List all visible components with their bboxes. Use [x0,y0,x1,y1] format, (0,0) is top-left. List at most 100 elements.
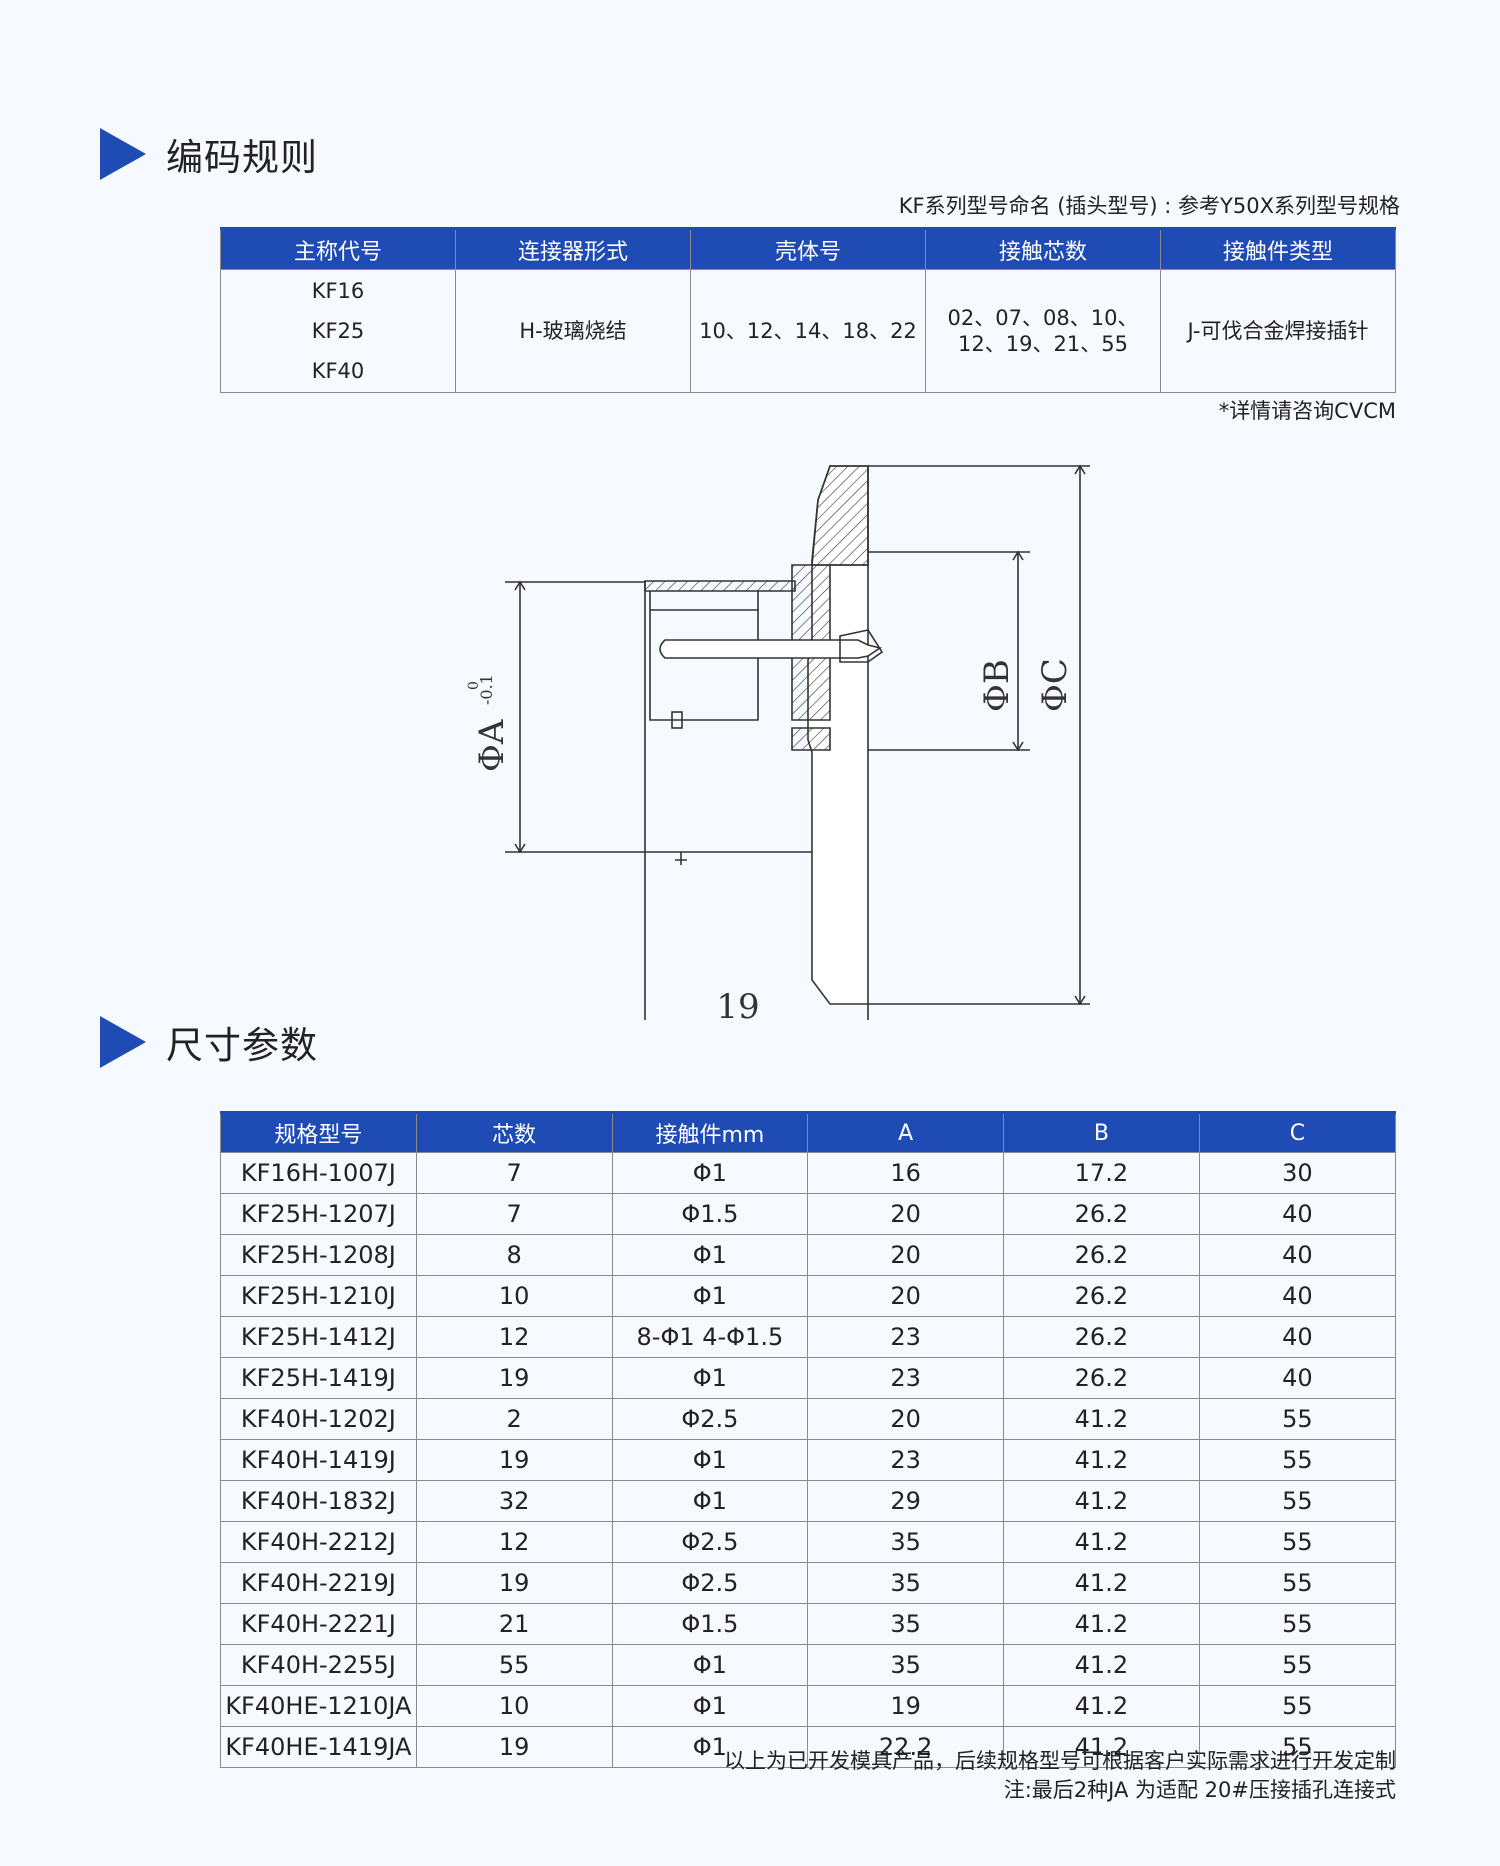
flange-hatch [811,465,869,566]
coding-section-title: 编码规则 [166,136,318,179]
table-cell: Φ1 [611,1644,809,1686]
table-cell: KF40HE-1419JA [220,1726,417,1768]
footer-note: 以上为已开发模具产品，后续规格型号可根据客户实际需求进行开发定制 [724,1749,1396,1773]
table-cell: 26.2 [1003,1357,1200,1399]
table-cell: 12 [415,1521,613,1563]
table-cell: KF40H-2255J [220,1644,417,1686]
table-cell: 41.2 [1003,1562,1200,1604]
label-phi-a: ΦA [472,719,512,772]
table-cell: 7 [415,1152,613,1194]
table-cell: Φ1 [611,1685,809,1727]
table-cell: KF25H-1210J [220,1275,417,1317]
coding-rules-table: 主称代号 连接器形式 壳体号 接触芯数 接触件类型 KF16 KF25 KF40… [220,227,1396,393]
table-cell: 26.2 [1003,1316,1200,1358]
table-cell: 55 [415,1644,613,1686]
contact-pin [659,639,882,659]
table-cell: 55 [1198,1562,1397,1604]
table-cell: 7 [415,1193,613,1235]
table-cell: Φ1 [611,1726,809,1768]
main-code: KF40 [311,359,365,383]
table-cell: Φ1 [611,1152,809,1194]
main-code-cell: KF16 KF25 KF40 [220,269,456,393]
table-cell: 55 [1198,1398,1397,1440]
table-cell: 35 [807,1603,1004,1645]
table-cell: 41.2 [1003,1603,1200,1645]
table-cell: Φ1 [611,1357,809,1399]
table-cell: 17.2 [1003,1152,1200,1194]
label-length: 19 [716,987,759,1020]
table-cell: 41.2 [1003,1398,1200,1440]
footer-notes: 以上为已开发模具产品，后续规格型号可根据客户实际需求进行开发定制 注:最后2种J… [724,1747,1396,1805]
table-cell: 55 [1198,1603,1397,1645]
table-cell: Φ1 [611,1275,809,1317]
footer-note: 注:最后2种JA 为适配 20#压接插孔连接式 [1003,1778,1396,1802]
table-cell: 32 [415,1480,613,1522]
table-cell: 26.2 [1003,1234,1200,1276]
dimension-header-cell: B [1003,1111,1200,1153]
dimension-header-cell: A [807,1111,1004,1153]
table-cell: 55 [1198,1480,1397,1522]
table-cell: 12 [415,1316,613,1358]
dimension-section-heading: 尺寸参数 [100,1015,318,1069]
table-cell: 30 [1198,1152,1397,1194]
table-cell: KF40H-2219J [220,1562,417,1604]
table-cell: 35 [807,1644,1004,1686]
table-cell: KF40H-1419J [220,1439,417,1481]
shell-number-cell: 10、12、14、18、22 [690,269,926,393]
detail-note: *详情请咨询CVCM [1218,399,1396,423]
table-cell: 19 [415,1357,613,1399]
dimension-section-title: 尺寸参数 [166,1024,318,1067]
label-phi-c: ΦC [1035,658,1075,712]
label-phi-a-tol-upper: 0 [466,681,482,690]
table-cell: 40 [1198,1357,1397,1399]
label-phi-a-tol-lower: -0.1 [477,674,496,705]
table-cell: 55 [1198,1726,1397,1768]
table-cell: KF40H-2221J [220,1603,417,1645]
table-cell: 35 [807,1521,1004,1563]
table-cell: 20 [807,1193,1004,1235]
contact-count-cell: 02、07、08、10、12、19、21、55 [925,269,1161,393]
table-cell: 26.2 [1003,1193,1200,1235]
table-cell: 21 [415,1603,613,1645]
table-cell: 10 [415,1275,613,1317]
table-cell: Φ1 [611,1234,809,1276]
coding-table-header-row: 主称代号 连接器形式 壳体号 接触芯数 接触件类型 [220,227,1396,270]
section-arrow-icon [100,1016,146,1068]
table-cell: 41.2 [1003,1480,1200,1522]
table-cell: 19 [807,1685,1004,1727]
table-cell: KF25H-1419J [220,1357,417,1399]
table-cell: 23 [807,1357,1004,1399]
coding-header-cell: 主称代号 [220,227,456,270]
table-cell: KF25H-1207J [220,1193,417,1235]
table-cell: 55 [1198,1439,1397,1481]
table-cell: 41.2 [1003,1439,1200,1481]
table-cell: KF40HE-1210JA [220,1685,417,1727]
table-cell: 20 [807,1234,1004,1276]
table-cell: KF40H-1202J [220,1398,417,1440]
table-cell: 41.2 [1003,1726,1200,1768]
table-cell: 23 [807,1316,1004,1358]
coding-header-cell: 连接器形式 [455,227,691,270]
table-cell: 55 [1198,1521,1397,1563]
dimension-header-cell: 芯数 [415,1111,613,1153]
contact-type-cell: J-可伐合金焊接插针 [1160,269,1396,393]
table-cell: 19 [415,1562,613,1604]
table-cell: 55 [1198,1685,1397,1727]
table-cell: KF40H-1832J [220,1480,417,1522]
table-cell: 22.2 [807,1726,1004,1768]
table-cell: KF25H-1412J [220,1316,417,1358]
coding-header-cell: 壳体号 [690,227,926,270]
